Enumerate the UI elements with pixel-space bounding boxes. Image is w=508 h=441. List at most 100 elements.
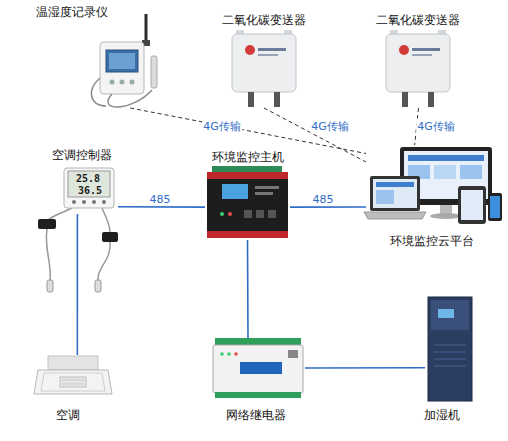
probe-cable	[108, 90, 152, 107]
relay-led	[234, 352, 238, 356]
humidifier-drawing	[428, 297, 472, 401]
wired-link	[77, 214, 79, 355]
phone-screen	[490, 196, 500, 218]
device-node: 空调	[35, 355, 112, 402]
current-clamp	[38, 219, 56, 229]
wireless-link	[130, 108, 366, 154]
grille-line	[62, 384, 84, 385]
host-drawing	[207, 166, 288, 238]
display-reading: 36.5	[78, 185, 102, 196]
device-label: 环境监控云平台	[390, 233, 474, 250]
device-label: 温湿度记录仪	[36, 4, 108, 21]
transmitter-probe	[402, 92, 408, 107]
phone-frame	[488, 193, 502, 221]
humidifier-screen	[438, 309, 454, 318]
relay-led	[220, 352, 224, 356]
ac-housing	[48, 356, 98, 370]
sensor-probe	[95, 280, 101, 292]
current-clamp	[102, 232, 118, 242]
sensor-cable	[46, 229, 50, 282]
transmitter-body	[232, 34, 296, 92]
humidifier-cabinet	[428, 297, 472, 401]
vent-line	[434, 366, 466, 367]
host-led	[220, 212, 224, 216]
wired-link	[305, 367, 425, 369]
controller-button	[92, 200, 96, 204]
host-button	[244, 210, 252, 218]
laptop-lid	[370, 176, 420, 211]
controller-button	[102, 200, 106, 204]
wired-link	[118, 206, 205, 208]
host-band	[207, 172, 288, 179]
device-node: 二氧化碳变送器	[382, 32, 455, 108]
recorder-probe	[151, 56, 157, 88]
link-label: 485	[149, 193, 172, 206]
device-node: 环境监控主机	[205, 170, 290, 240]
device-node: 温湿度记录仪	[88, 22, 162, 108]
screen-bar	[408, 155, 484, 161]
screen-tile	[376, 190, 394, 204]
device-label: 空调	[56, 407, 80, 424]
device-label: 网络继电器	[226, 407, 286, 424]
recorder-button	[120, 80, 125, 85]
host-body	[207, 172, 288, 238]
transmitter-probe	[274, 92, 280, 107]
host-button	[268, 210, 276, 218]
logo-mark	[399, 45, 409, 55]
device-label: 二氧化碳变送器	[376, 12, 460, 29]
recorder-body	[100, 42, 144, 94]
device-label: 环境监控主机	[212, 149, 284, 166]
recorder-screen	[106, 50, 138, 72]
terminal-strip	[212, 166, 282, 172]
ac-panel	[34, 370, 112, 394]
air-conditioner-drawing	[34, 356, 112, 394]
device-label: 加湿机	[424, 407, 460, 424]
recorder-screen-inner	[109, 53, 135, 69]
controller-display	[68, 171, 110, 197]
logo-stripe	[258, 48, 286, 51]
ac-vent	[41, 373, 105, 391]
relay-label-plate	[240, 362, 282, 374]
link-label: 4G传输	[310, 119, 350, 134]
humidifier-panel	[431, 300, 469, 330]
logo-stripe	[412, 48, 440, 51]
recorder-button	[130, 80, 135, 85]
sensor-probe	[47, 280, 53, 292]
laptop-base	[364, 212, 426, 219]
relay-drawing	[213, 338, 303, 398]
controller-body	[64, 168, 114, 208]
vent-line	[434, 352, 466, 353]
relay-port	[288, 350, 298, 358]
wired-link	[247, 240, 249, 338]
tablet-screen	[461, 190, 483, 220]
ac-grille	[60, 377, 86, 387]
link-label: 4G传输	[202, 119, 242, 134]
grille-line	[62, 380, 84, 381]
link-label: 4G传输	[416, 119, 456, 134]
host-marking	[255, 192, 273, 195]
display-reading: 25.8	[76, 173, 100, 184]
antenna	[145, 14, 148, 44]
recorder-button	[110, 80, 115, 85]
vent-line	[434, 345, 466, 346]
device-label: 二氧化碳变送器	[222, 12, 306, 29]
transmitter-body	[386, 34, 450, 92]
probe-cable	[91, 78, 106, 106]
device-node: 网络继电器	[210, 338, 305, 398]
device-node: 加湿机	[425, 295, 475, 402]
laptop-screen	[373, 179, 417, 208]
link-label: 485	[312, 193, 335, 206]
host-led	[228, 212, 232, 216]
transmitter-probe	[428, 92, 434, 107]
screen-bar	[376, 182, 414, 187]
device-label: 空调控制器	[52, 147, 112, 164]
controller-button	[82, 200, 86, 204]
logo-stripe	[258, 54, 278, 56]
screen-tile	[460, 165, 482, 179]
recorder-drawing	[91, 14, 157, 107]
device-node: 二氧化碳变送器	[228, 32, 300, 108]
co2-transmitter-drawing	[386, 30, 450, 107]
